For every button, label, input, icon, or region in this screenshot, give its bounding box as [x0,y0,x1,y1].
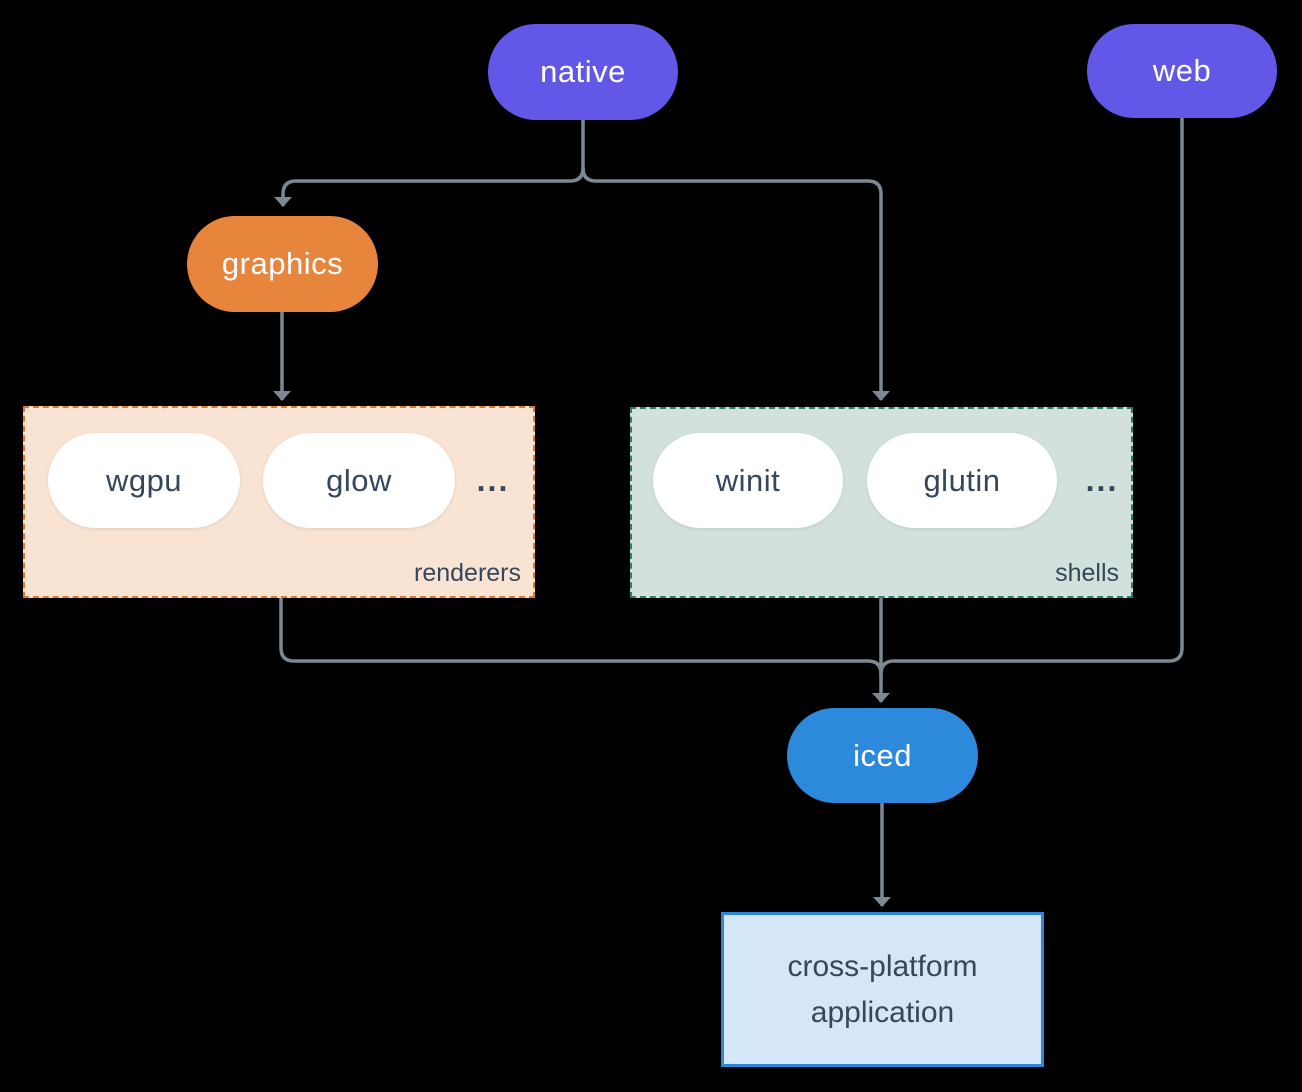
renderers-group-label: renderers [414,559,521,587]
node-iced: iced [787,708,978,803]
cross-platform-application-box: cross-platform application [721,912,1044,1067]
node-glow-label: glow [326,462,392,498]
edge-native-shells [581,167,890,401]
edge-renderers-merge [279,598,883,675]
cross-platform-application-label: cross-platform application [787,949,978,1029]
node-web: web [1087,24,1277,118]
node-winit-label: winit [715,462,781,498]
node-glow: glow [263,433,455,528]
node-graphics-label: graphics [221,246,344,281]
node-wgpu-label: wgpu [105,462,183,498]
node-graphics: graphics [187,216,378,312]
renderers-ellipsis: ... [476,462,510,498]
group-renderers: wgpu glow ... renderers [23,406,535,598]
node-glutin: glutin [867,433,1057,528]
node-iced-label: iced [853,737,912,773]
node-wgpu: wgpu [48,433,240,528]
shells-group-label: shells [1055,559,1119,587]
node-web-label: web [1152,53,1212,88]
node-glutin-label: glutin [923,462,1001,498]
edge-native-graphics [274,167,585,207]
node-native-label: native [540,54,626,89]
node-winit: winit [653,433,843,528]
group-shells: winit glutin ... shells [630,407,1133,598]
node-native: native [488,24,678,120]
shells-ellipsis: ... [1085,462,1119,498]
